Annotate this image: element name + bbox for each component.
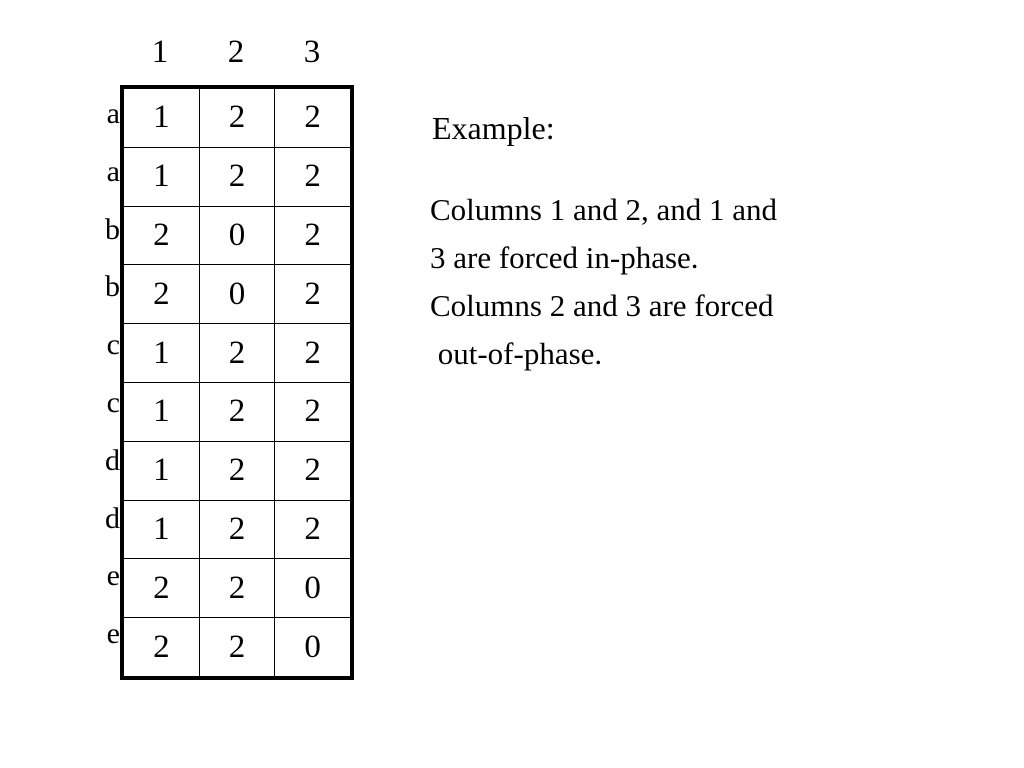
table-row: 2 0 2 xyxy=(123,264,351,325)
column-header-1: 1 xyxy=(151,34,169,70)
notes-block: Example: Columns 1 and 2, and 1 and 3 ar… xyxy=(430,108,930,378)
table-cell: 2 xyxy=(123,558,200,619)
table-row: 1 2 2 xyxy=(123,440,351,501)
row-label: b xyxy=(105,212,120,246)
row-label: a xyxy=(106,97,120,130)
table-cell: 2 xyxy=(274,440,351,501)
notes-body: Columns 1 and 2, and 1 and 3 are forced … xyxy=(430,186,930,378)
table-row: 2 2 0 xyxy=(123,558,351,619)
notes-line: 3 are forced in-phase. xyxy=(430,240,699,275)
table-cell: 2 xyxy=(198,440,276,501)
table-row: 1 2 2 xyxy=(123,499,351,560)
notes-line: Columns 1 and 2, and 1 and xyxy=(430,192,777,227)
table-row: 2 2 0 xyxy=(123,617,351,677)
table-cell: 2 xyxy=(274,499,351,560)
table-cell: 2 xyxy=(274,146,351,207)
row-label: e xyxy=(106,617,120,651)
table-cell: 2 xyxy=(274,88,351,148)
table-cell: 0 xyxy=(274,558,351,619)
table-cell: 1 xyxy=(123,381,200,442)
table-cell: 2 xyxy=(123,617,200,677)
table-row: 2 0 2 xyxy=(123,205,351,266)
column-header-3: 3 xyxy=(303,34,321,70)
table-cell: 2 xyxy=(123,264,200,325)
table-cell: 1 xyxy=(123,146,200,207)
table-row: 1 2 2 xyxy=(123,323,351,383)
table-cell: 2 xyxy=(198,558,276,619)
table-cell: 2 xyxy=(198,323,276,383)
table-cell: 1 xyxy=(123,88,200,148)
notes-line: out-of-phase. xyxy=(430,336,603,371)
row-label: a xyxy=(106,154,120,188)
table-cell: 2 xyxy=(198,499,276,560)
table-row-label-gutter: a a b b c c d d e e xyxy=(96,85,120,663)
notes-title: Example: xyxy=(432,110,555,146)
phase-matrix-table: 1 2 2 1 2 2 2 0 2 2 xyxy=(123,88,351,677)
table-cell: 2 xyxy=(274,264,351,325)
table-row: 1 2 2 xyxy=(123,381,351,442)
row-label: d xyxy=(105,443,120,477)
notes-line: Columns 2 and 3 are forced xyxy=(430,288,774,323)
table-row: 1 2 2 xyxy=(123,88,351,148)
table-cell: 2 xyxy=(198,617,276,677)
table-cell: 2 xyxy=(198,381,276,442)
table-cell: 1 xyxy=(123,499,200,560)
table-cell: 2 xyxy=(274,381,351,442)
table-cell: 2 xyxy=(123,205,200,266)
table-row: 1 2 2 xyxy=(123,146,351,207)
row-label: e xyxy=(106,559,120,593)
row-label: d xyxy=(105,501,120,535)
row-label: c xyxy=(106,328,120,362)
table-cell: 2 xyxy=(274,323,351,383)
table-grid: 1 2 2 1 2 2 2 0 2 2 xyxy=(120,85,354,680)
table-cell: 2 xyxy=(198,88,276,148)
column-header-2: 2 xyxy=(227,34,245,70)
table-column-header-row: 1 2 3 xyxy=(122,26,350,78)
table-cell: 1 xyxy=(123,323,200,383)
table-cell: 0 xyxy=(198,264,276,325)
table-cell: 1 xyxy=(123,440,200,501)
table-cell: 0 xyxy=(274,617,351,677)
table-cell: 2 xyxy=(198,146,276,207)
row-label: b xyxy=(105,270,120,304)
table-cell: 2 xyxy=(274,205,351,266)
row-label: c xyxy=(106,385,120,419)
table-cell: 0 xyxy=(198,205,276,266)
